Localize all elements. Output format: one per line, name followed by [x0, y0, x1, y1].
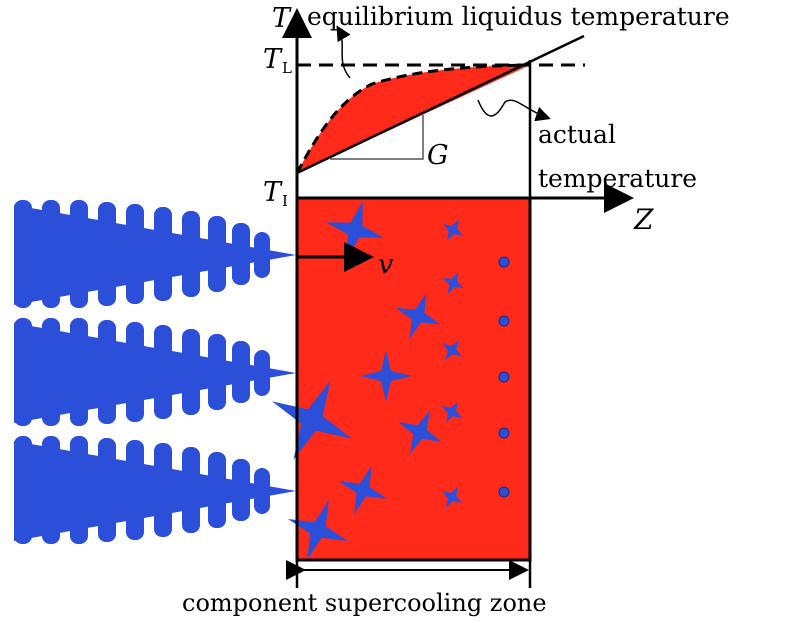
velocity-label: v [378, 249, 394, 280]
crystal-9 [272, 380, 352, 460]
actual-label-line2: temperature [538, 164, 698, 193]
z-axis-label: Z [634, 203, 654, 236]
equiaxed-crystals [272, 201, 464, 561]
liquidus-t-symbol: T [263, 44, 282, 75]
interface-temperature-label: TI [263, 177, 288, 209]
actual-label-line1: actual [538, 120, 616, 149]
t-axis-label: T [272, 3, 291, 34]
equilibrium-label: equilibrium liquidus temperature [307, 2, 730, 31]
nucleus-dot [498, 486, 510, 498]
columnar-dendrites [14, 200, 296, 544]
actual-leader-line [477, 99, 551, 122]
zone-label: component supercooling zone [182, 589, 547, 617]
nucleus-dot [498, 315, 510, 327]
nucleus-dot [498, 256, 510, 268]
crystal-10 [338, 465, 388, 515]
equilibrium-liquidus-curve [295, 63, 531, 174]
gradient-label: G [427, 140, 449, 171]
nucleus-dot [498, 427, 510, 439]
crystal-1 [326, 201, 384, 259]
gradient-triangle [330, 115, 424, 160]
interface-t-symbol: T [263, 177, 282, 208]
crystal-3 [442, 272, 464, 294]
crystal-2 [442, 219, 464, 241]
crystal-12 [287, 499, 349, 561]
dendrite-3 [14, 436, 296, 544]
dendrite-1 [14, 200, 296, 308]
actual-temperature-line [296, 34, 585, 175]
crystal-6 [360, 350, 412, 402]
equilibrium-leader-line [336, 25, 351, 79]
crystal-5 [442, 340, 462, 360]
nuclei-dots [498, 256, 510, 498]
crystal-7 [441, 401, 463, 423]
supercooling-region [295, 196, 532, 562]
dendrite-2 [14, 318, 296, 426]
crystal-8 [398, 410, 442, 454]
interface-subscript: I [282, 192, 288, 210]
liquidus-subscript: L [282, 59, 292, 77]
crystal-4 [395, 293, 441, 339]
nucleus-dot [498, 371, 510, 383]
crystal-11 [441, 486, 463, 508]
liquidus-temperature-label: TL [263, 44, 292, 76]
